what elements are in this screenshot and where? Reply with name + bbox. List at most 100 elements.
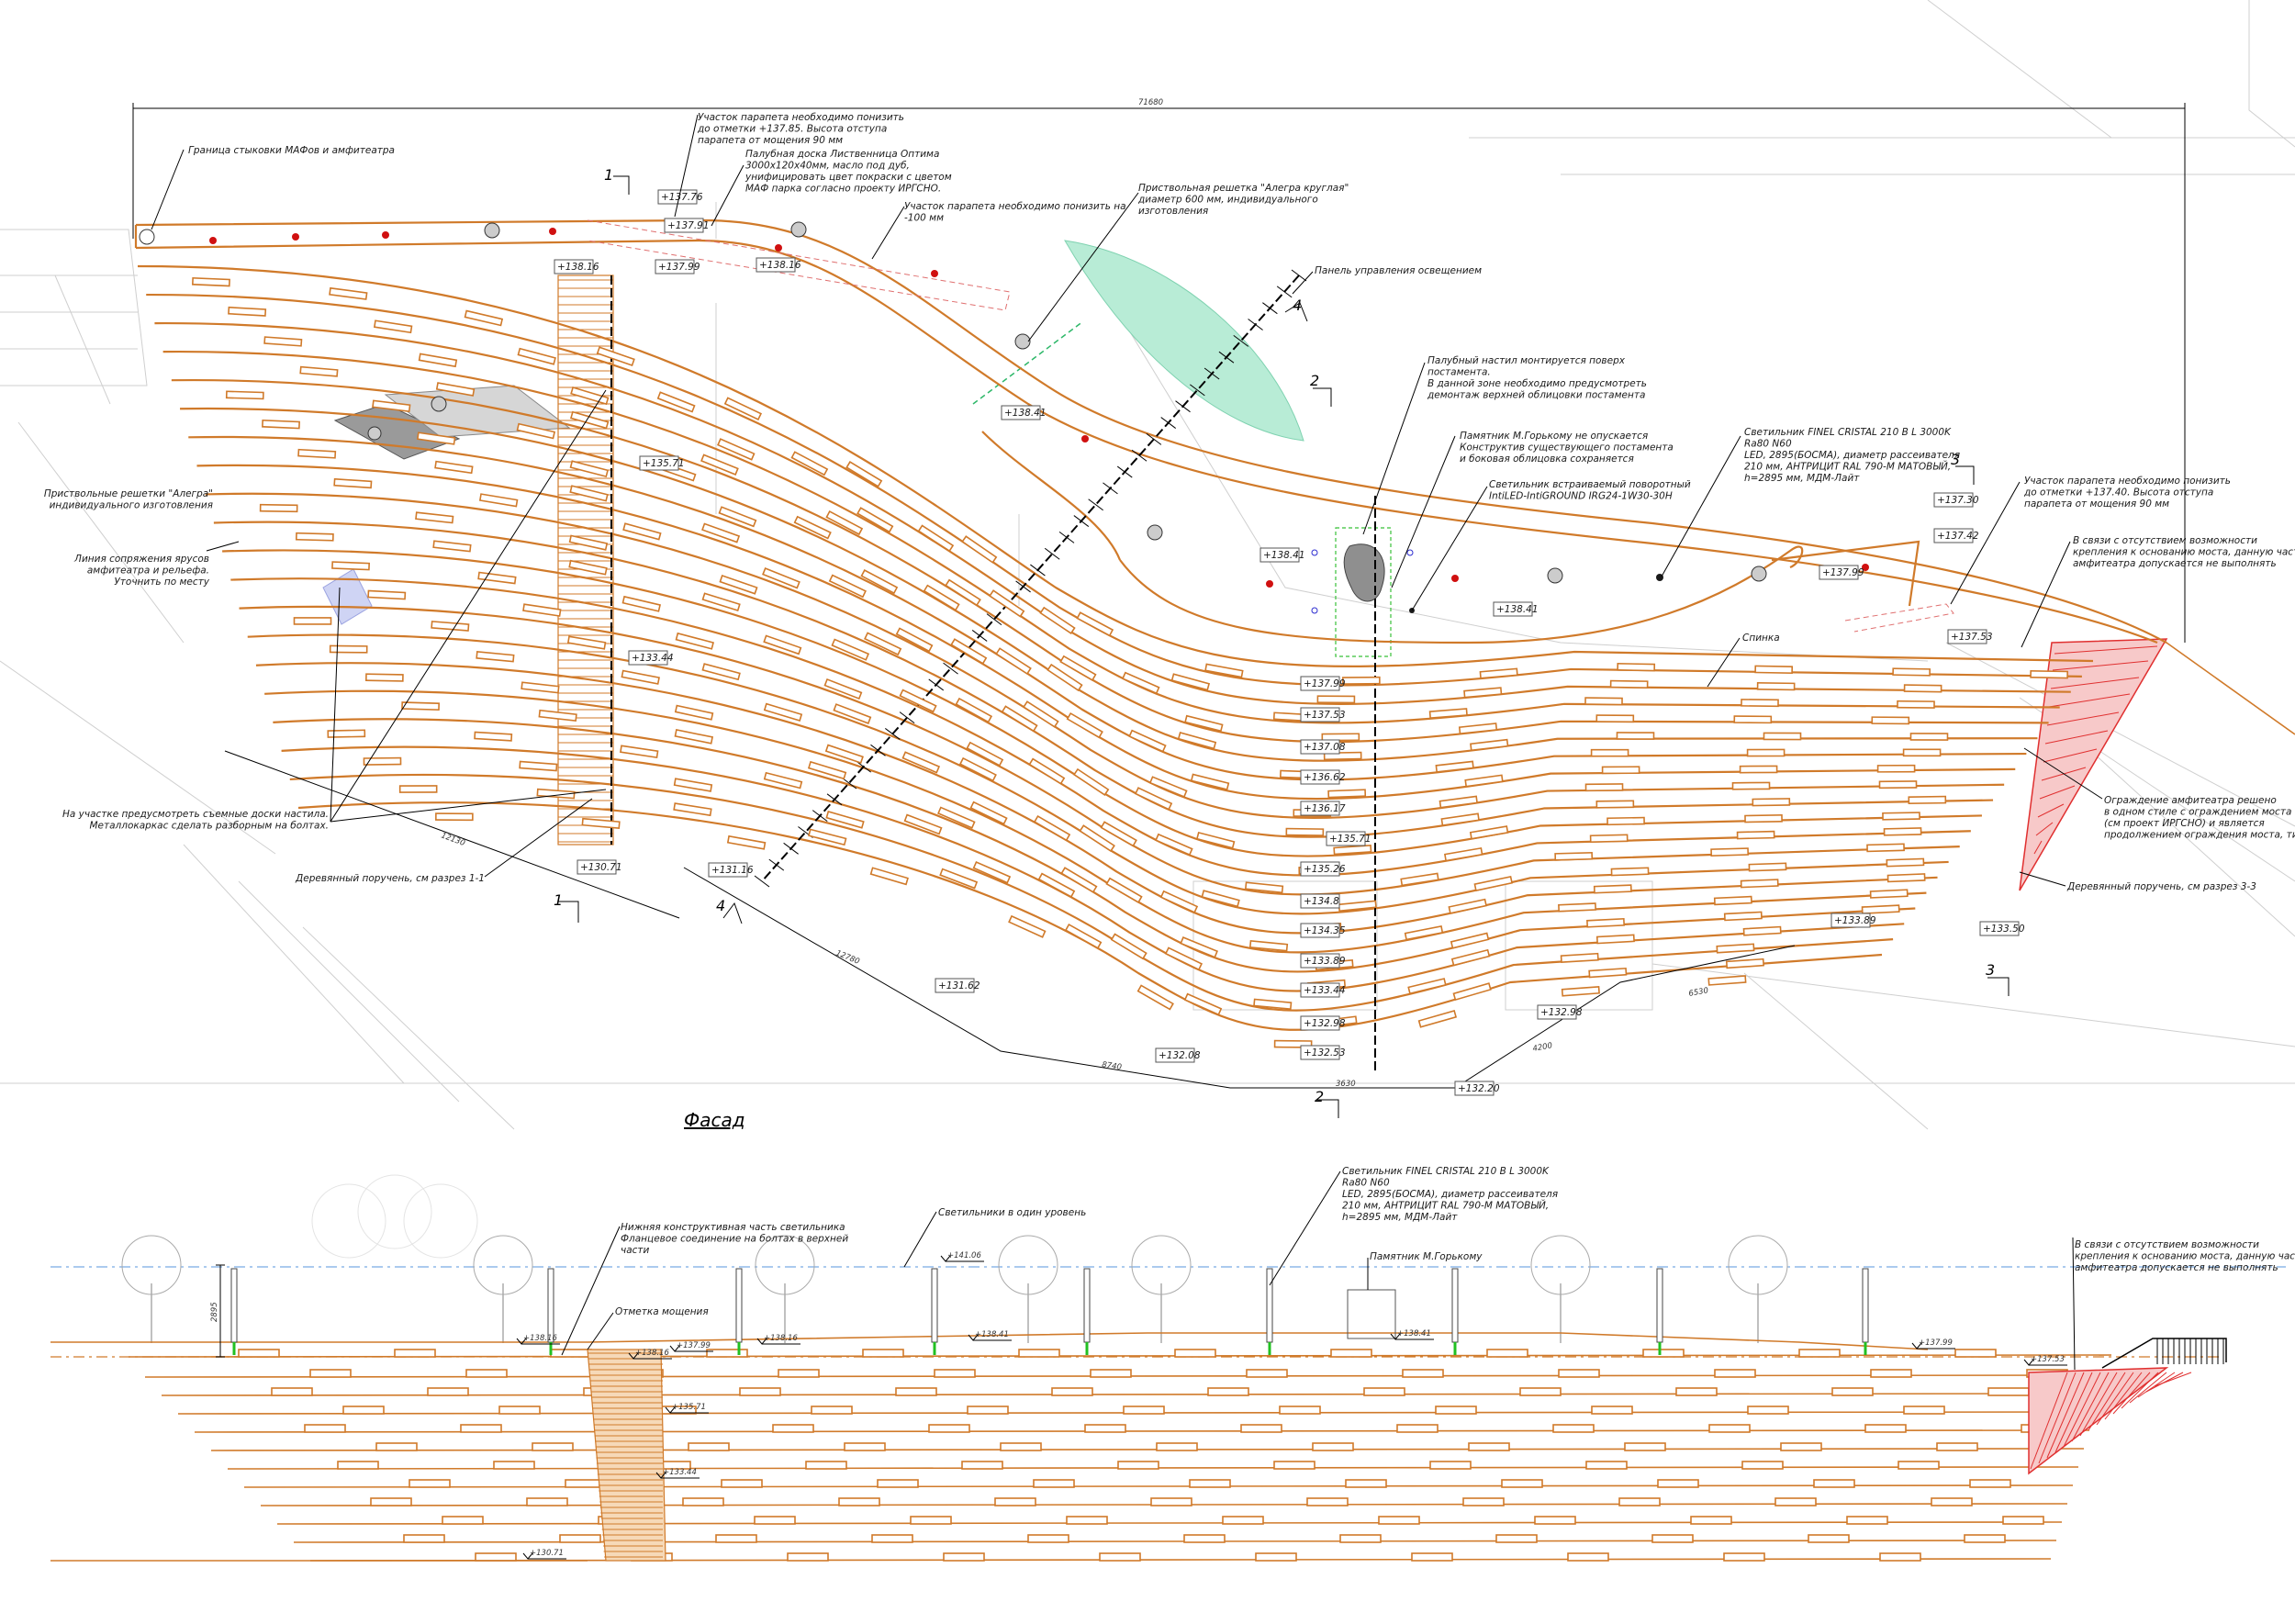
facade-bench <box>309 1369 352 1378</box>
facade-bench <box>1931 1497 1973 1506</box>
facade-bench <box>1435 1406 1477 1415</box>
facade-bench <box>409 1479 451 1488</box>
facade-notes: Нижняя конструктивная часть светильникаФ… <box>615 1166 2295 1317</box>
bench-board <box>225 390 264 400</box>
note-line: Светильник встраиваемый поворотный <box>1489 479 1691 490</box>
facade-bench <box>928 1424 970 1433</box>
bench-board <box>701 522 741 543</box>
bench-board <box>1736 830 1775 840</box>
green-lawn-zone <box>1064 240 1304 442</box>
tree <box>755 1235 815 1343</box>
level-value: +131.16 <box>711 865 754 876</box>
facade-bench <box>1279 1406 1321 1415</box>
facade-bench <box>1150 1497 1192 1506</box>
level-mark: +132.98 <box>1300 1015 1346 1031</box>
svg-text:2: 2 <box>1310 372 1319 389</box>
facade-bench <box>1018 1349 1060 1358</box>
level-value: +137.99 <box>1822 567 1864 578</box>
bench-board <box>1450 932 1490 949</box>
note-n13: Приствольные решетки "Алегра"индивидуаль… <box>44 488 213 511</box>
note-line: изготовления <box>1138 206 1208 217</box>
level-mark: +137.53 <box>1947 629 1993 644</box>
bench-board <box>293 617 332 625</box>
facade-bench <box>838 1497 880 1506</box>
bench-board <box>1610 867 1650 877</box>
bench-board <box>373 319 413 334</box>
facade-bench <box>1534 1516 1576 1525</box>
bench-board <box>966 741 1004 767</box>
bench-board <box>1450 948 1491 967</box>
facade-bench <box>1624 1442 1666 1451</box>
bench-board <box>719 575 758 595</box>
bench-board <box>1595 800 1635 809</box>
bench-board <box>1072 767 1110 797</box>
note-line: h=2895 мм, МДМ-Лайт <box>1342 1212 1458 1223</box>
bench-board <box>329 644 368 654</box>
bench-board <box>1028 757 1066 785</box>
facade-hatch-line <box>2063 1372 2101 1448</box>
bench-board <box>1739 765 1778 774</box>
bench-board <box>675 632 714 650</box>
bench-board <box>1763 732 1802 741</box>
bench-board <box>1463 687 1503 699</box>
bench-board <box>1740 879 1779 889</box>
bench-board <box>522 603 562 617</box>
bench-board <box>1428 708 1468 720</box>
facade-bench <box>550 1349 592 1358</box>
note-f1: Нижняя конструктивная часть светильникаФ… <box>621 1222 848 1256</box>
facade-bench <box>1558 1369 1600 1378</box>
bridge-area-hatch <box>2019 638 2168 891</box>
tree <box>121 1235 182 1343</box>
bench-board <box>1588 967 1628 979</box>
note-line: амфитеатра допускается не выполнять <box>2075 1262 2278 1273</box>
level-value: +138.41 <box>1263 550 1305 561</box>
note-line: В данной зоне необходимо предусмотреть <box>1427 378 1647 389</box>
tier-line <box>180 407 2038 762</box>
bench-board <box>1725 958 1765 969</box>
plan-notes: Граница стыковки МАФов и амфитеатраУчаст… <box>44 112 2295 892</box>
facade-bench <box>1567 1552 1609 1562</box>
note-line: Конструктив существующего постамента <box>1460 442 1674 454</box>
lamp-post <box>1862 1268 1869 1355</box>
facade-bench <box>1330 1349 1372 1358</box>
facade-bench <box>375 1442 418 1451</box>
facade-bench <box>844 1442 886 1451</box>
level-mark: +133.44 <box>1300 982 1346 998</box>
bench-board <box>569 460 609 478</box>
bench-board <box>566 635 607 650</box>
bench-board <box>568 559 608 576</box>
bench-board <box>1886 857 1925 868</box>
bench-board <box>864 632 902 656</box>
facade-hatch-line <box>2088 1372 2126 1431</box>
level-value: +132.20 <box>1458 1083 1500 1094</box>
bench-board <box>1595 714 1635 723</box>
bench-board <box>568 534 609 551</box>
level-mark: +136.17 <box>1300 801 1346 816</box>
facade-bench <box>1189 1479 1231 1488</box>
bench-board <box>723 397 763 421</box>
facade-bench <box>1708 1424 1751 1433</box>
note-line: Участок парапета необходимо понизить <box>698 112 904 123</box>
facade-level-mark: +138.16 <box>628 1349 672 1360</box>
level-mark: +131.16 <box>708 862 754 878</box>
bench-board <box>917 524 955 553</box>
note-line: 210 мм, АНТРИЦИТ RAL 790-М МАТОВЫЙ, <box>1342 1200 1549 1212</box>
facade-bench <box>1222 1516 1264 1525</box>
note-line: до отметки +137.85. Высота отступа <box>697 124 887 135</box>
bench-board <box>516 422 556 440</box>
tier-line <box>213 521 1994 838</box>
facade-bench <box>994 1497 1036 1506</box>
facade-bench <box>271 1387 313 1396</box>
note-line: Ra80 N60 <box>1744 439 1792 450</box>
note-line: крепления к основанию моста, данную част… <box>2073 547 2295 558</box>
note-line: Памятник М.Горькому не опускается <box>1460 431 1648 442</box>
level-mark: +132.53 <box>1300 1045 1346 1060</box>
bench-board <box>1866 843 1905 853</box>
stair-tick <box>1190 384 1205 397</box>
tree <box>1131 1235 1192 1343</box>
svg-text:3: 3 <box>1986 961 1995 979</box>
note-line: Спинка <box>1742 633 1780 644</box>
bench-board <box>1716 943 1755 954</box>
note-n3: Палубная доска Лиственница Оптима3000х12… <box>744 149 952 195</box>
level-mark: +133.89 <box>1300 953 1346 969</box>
